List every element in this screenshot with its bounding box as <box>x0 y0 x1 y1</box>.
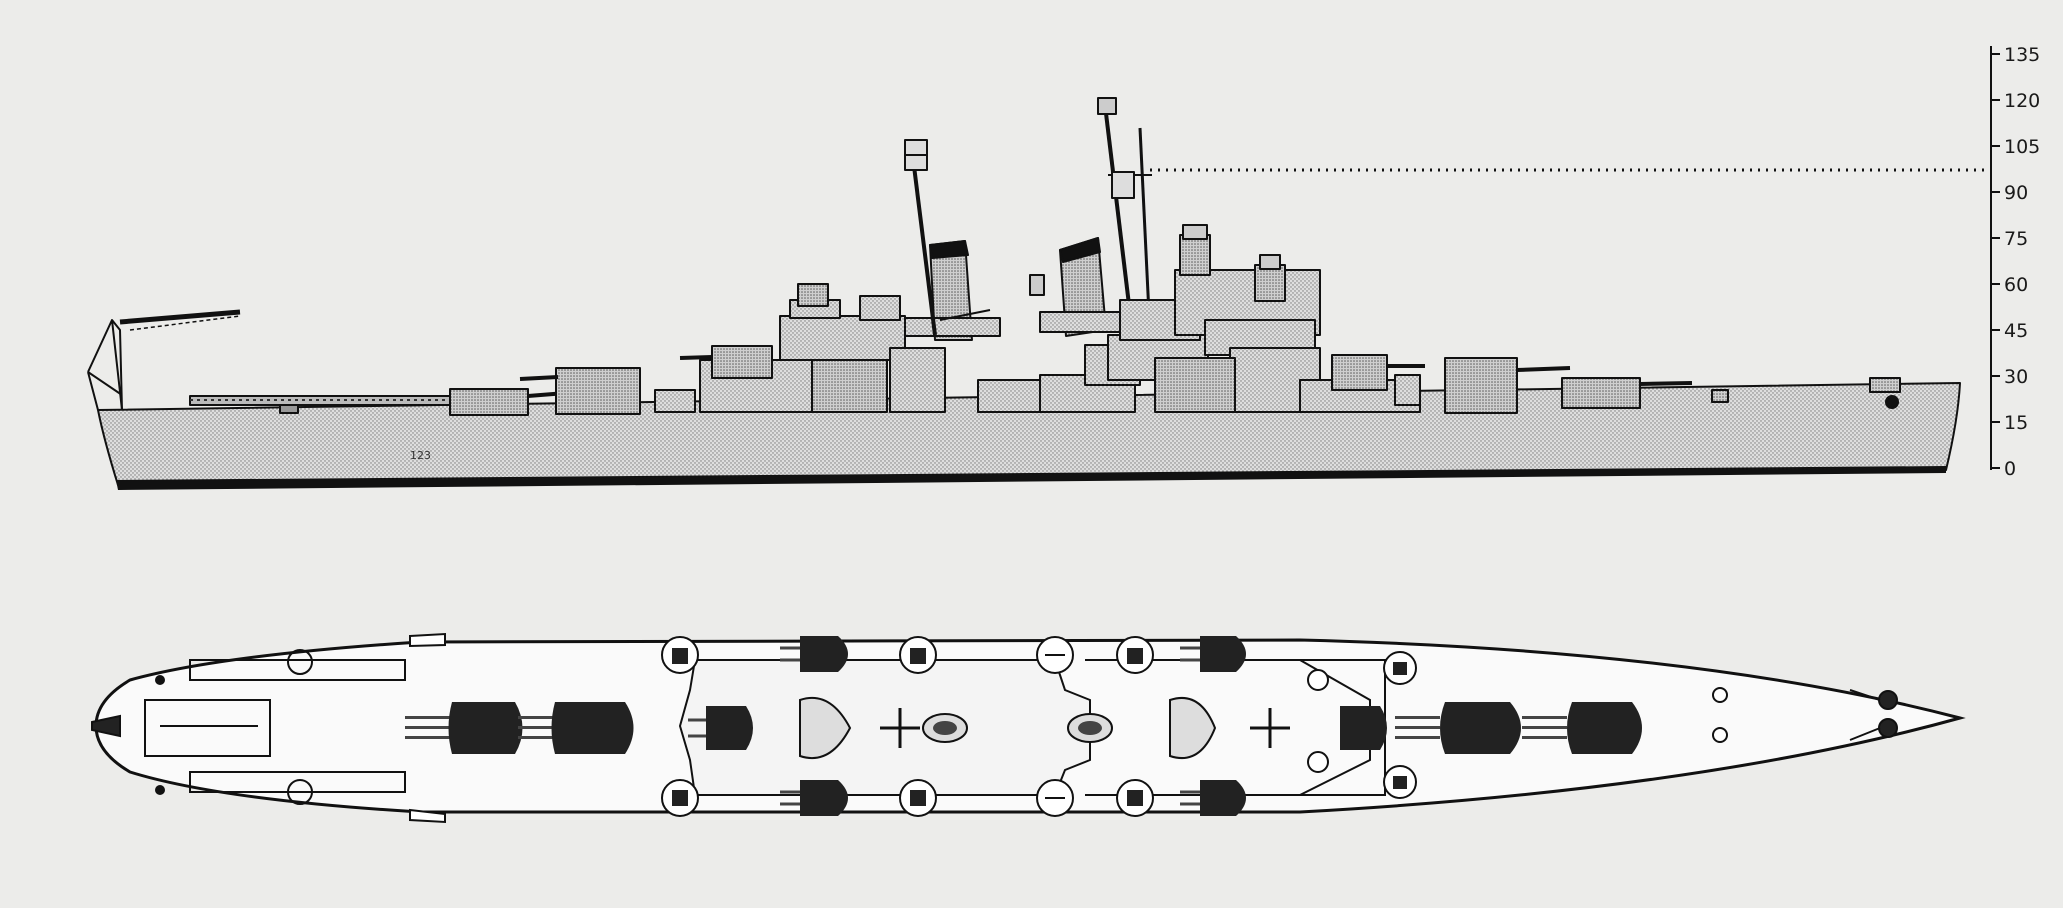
bow-fittings <box>1711 377 1901 409</box>
stern-crane <box>87 309 241 411</box>
bow-anchors <box>1712 687 1898 743</box>
stern-rails <box>144 649 406 805</box>
main-turret-fwd-1 <box>1395 702 1521 754</box>
side-profile: 123 <box>87 97 1961 490</box>
scale-tick-label: 90 <box>2004 182 2028 204</box>
bridge-superstructure <box>1107 224 1421 413</box>
secondary-mount-aft <box>706 706 753 750</box>
scale-tick-label: 45 <box>2004 320 2028 342</box>
forward-turret-1 <box>1331 354 1425 406</box>
main-turret-fwd-2 <box>1522 702 1642 754</box>
secondary-mount-ap <box>800 636 848 672</box>
scale-tick-label: 30 <box>2004 366 2028 388</box>
secondary-mounts <box>688 636 1387 816</box>
scale-tick-label: 135 <box>2004 44 2040 66</box>
secondary-mount-fs <box>1200 780 1246 816</box>
aft-funnel <box>904 240 1001 341</box>
aft-turret-2 <box>519 367 641 415</box>
forward-turret-a <box>1444 357 1571 414</box>
aa-mount <box>1307 751 1329 773</box>
hull-number: 123 <box>410 449 431 462</box>
scale-tick-label: 75 <box>2004 228 2028 250</box>
light-aa-mounts <box>661 636 1417 817</box>
aft-turret-3 <box>449 388 567 416</box>
height-scale: 135 120 105 90 75 60 45 30 15 0 <box>1150 44 2040 480</box>
secondary-mount-fwd <box>1340 706 1387 750</box>
secondary-mount-fp <box>1200 636 1246 672</box>
scale-tick-label: 120 <box>2004 90 2040 112</box>
scale-tick-label: 15 <box>2004 412 2028 434</box>
forward-turret-b <box>1561 377 1693 409</box>
scale-tick-label: 0 <box>2004 458 2016 480</box>
main-turret-aft-2 <box>518 702 634 754</box>
scale-tick-label: 105 <box>2004 136 2040 158</box>
main-turret-aft-3 <box>405 702 523 754</box>
boot-top <box>116 466 1946 490</box>
aa-mount <box>1307 669 1329 691</box>
plan-funnels <box>799 696 1290 760</box>
secondary-mount-as <box>800 780 848 816</box>
scale-tick-label: 60 <box>2004 274 2028 296</box>
mainmast <box>904 139 991 336</box>
stern-bollards <box>155 632 446 824</box>
stern-flagstaff <box>91 714 121 738</box>
main-turrets <box>405 702 1642 754</box>
plan-view <box>91 632 1966 824</box>
aft-superstructure <box>654 283 946 413</box>
